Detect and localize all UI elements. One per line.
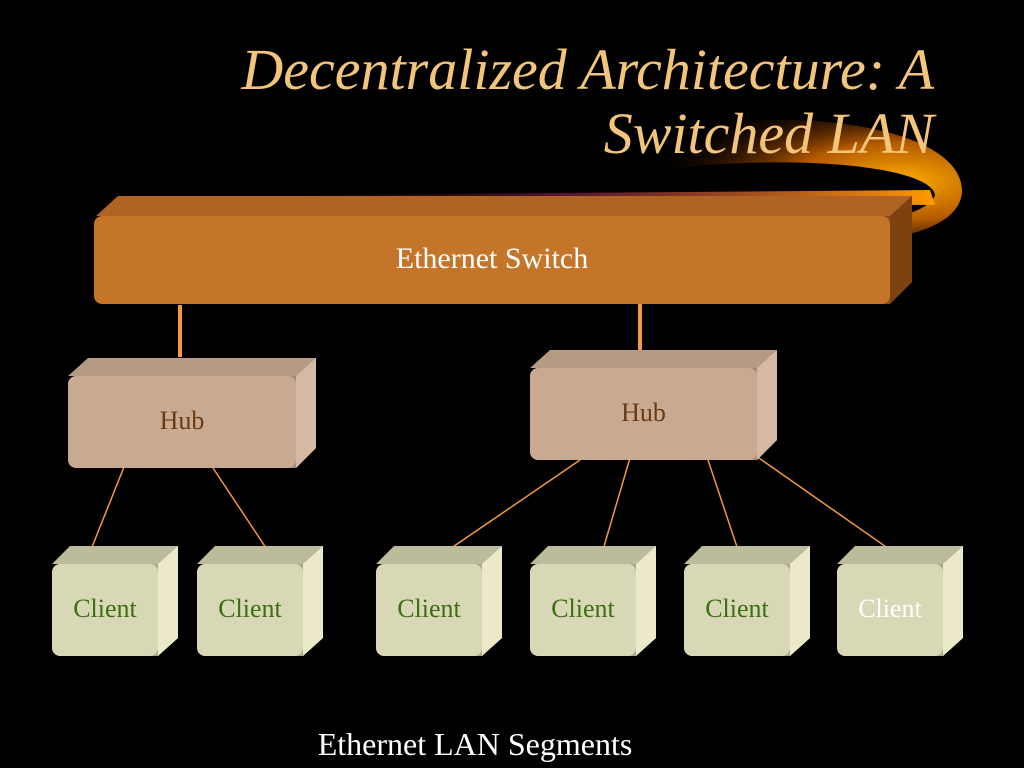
client-label-4: Client: [551, 594, 615, 623]
client-box-3: [376, 546, 502, 656]
client-box-1: [52, 546, 178, 656]
diagram-caption: Ethernet LAN Segments: [317, 726, 633, 762]
hub-label-2: Hub: [621, 398, 666, 427]
title-line-2: Switched LAN: [603, 101, 934, 166]
client-label-6: Client: [858, 594, 922, 623]
connector-hub-2-client-3: [443, 459, 581, 554]
client-label-5: Client: [705, 594, 769, 623]
connector-hub-1-client-1: [85, 461, 127, 563]
ethernet-switch-box: [94, 196, 912, 304]
hub-label-1: Hub: [159, 406, 205, 435]
hub-box-1: [68, 358, 316, 468]
client-label-2: Client: [218, 594, 282, 623]
client-box-2: [197, 546, 323, 656]
client-label-3: Client: [397, 594, 461, 623]
title-line-1: Decentralized Architecture: A: [241, 37, 934, 102]
slide-title: Decentralized Architecture: A Switched L…: [134, 38, 934, 166]
hub-box-2: [530, 350, 777, 460]
client-box-5: [684, 546, 810, 656]
client-box-6: [837, 546, 963, 656]
client-label-1: Client: [73, 594, 137, 623]
switch-label: Ethernet Switch: [395, 242, 589, 275]
client-box-4: [530, 546, 656, 656]
connector-hub-2-client-5: [707, 459, 743, 563]
